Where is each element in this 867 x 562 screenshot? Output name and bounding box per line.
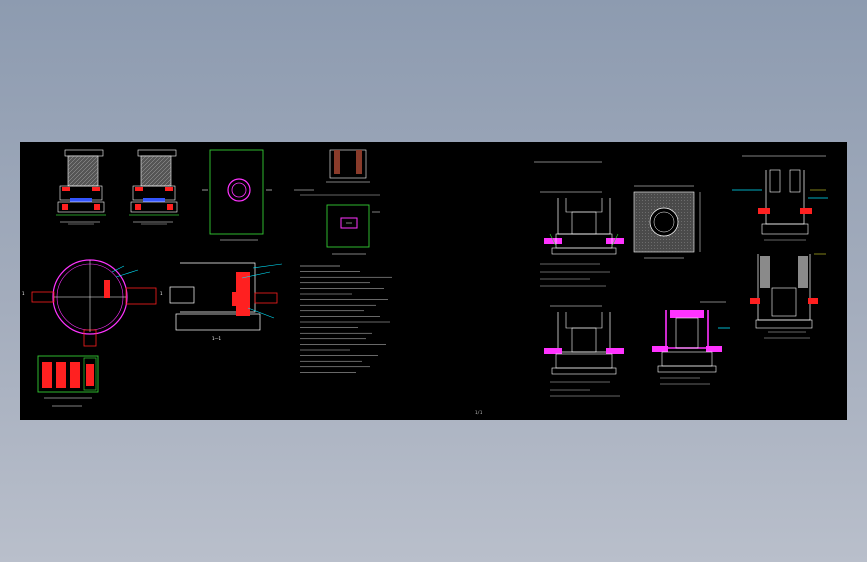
sheet-label: 1/1 <box>475 410 483 415</box>
step-detail <box>37 355 99 407</box>
well-section-f <box>732 155 828 241</box>
well-section-b <box>129 149 179 225</box>
general-notes <box>300 265 392 373</box>
section-mark-right: 1 <box>160 291 163 296</box>
small-well-section <box>294 149 380 196</box>
well-section-c <box>534 161 624 287</box>
small-well-plan <box>326 204 380 255</box>
section-1-1: 1—1 <box>169 262 283 341</box>
well-section-d <box>544 305 624 397</box>
well-section-e <box>652 301 730 385</box>
section-mark-left: 1 <box>22 291 25 296</box>
drawing-sheet[interactable]: 1 1 1—1 <box>20 142 847 420</box>
section-title: 1—1 <box>212 336 222 341</box>
well-section-g <box>750 253 826 339</box>
cover-plan-square <box>633 185 701 259</box>
well-section-a <box>56 149 106 225</box>
cover-plan <box>202 149 272 241</box>
round-well-plan: 1 1 <box>22 259 163 347</box>
cad-drawing-canvas[interactable]: 1 1 1—1 <box>20 142 847 420</box>
